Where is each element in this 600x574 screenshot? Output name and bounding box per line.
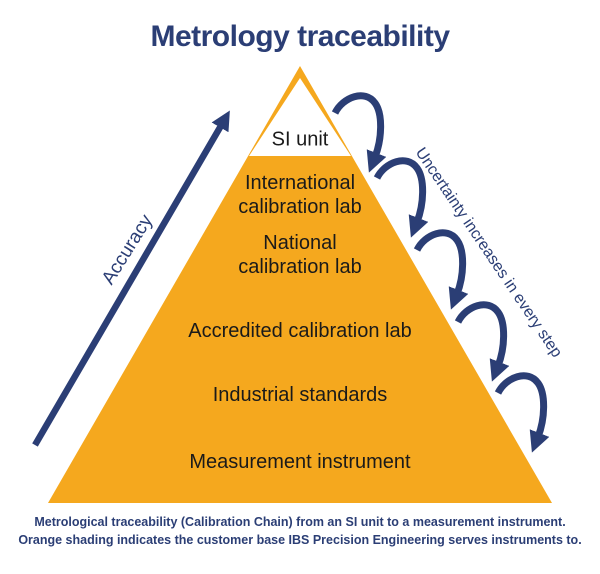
uncertainty-arrow-1 bbox=[331, 92, 387, 173]
level-line: calibration lab bbox=[238, 196, 362, 218]
pyramid-triangle bbox=[48, 66, 552, 503]
caption-line-2: Orange shading indicates the customer ba… bbox=[18, 533, 582, 547]
level-international-calibration-lab: International calibration lab bbox=[0, 171, 600, 219]
uncertainty-arrow-4 bbox=[454, 301, 510, 382]
caption-line-1: Metrological traceability (Calibration C… bbox=[34, 515, 566, 529]
level-line: Industrial standards bbox=[212, 384, 388, 406]
level-line: Accredited calibration lab bbox=[188, 320, 412, 342]
page-title: Metrology traceability bbox=[150, 20, 450, 53]
uncertainty-arrows bbox=[331, 92, 550, 453]
level-national-calibration-lab: National calibration lab bbox=[0, 231, 600, 279]
level-si-unit: SI unit bbox=[271, 128, 329, 151]
caption: Metrological traceability (Calibration C… bbox=[0, 513, 600, 549]
uncertainty-arrow-5 bbox=[494, 372, 550, 453]
accuracy-arrow bbox=[32, 110, 230, 447]
level-measurement-instrument: Measurement instrument bbox=[0, 450, 600, 474]
uncertainty-arrow-2 bbox=[373, 157, 429, 238]
uncertainty-arrow-3 bbox=[413, 229, 469, 310]
level-industrial-standards: Industrial standards bbox=[0, 383, 600, 407]
si-unit-triangle bbox=[249, 78, 351, 156]
level-line: calibration lab bbox=[238, 256, 362, 278]
level-line: International bbox=[244, 172, 356, 194]
level-accredited-calibration-lab: Accredited calibration lab bbox=[0, 319, 600, 343]
level-line: Measurement instrument bbox=[189, 451, 411, 473]
level-line: National bbox=[263, 232, 337, 254]
